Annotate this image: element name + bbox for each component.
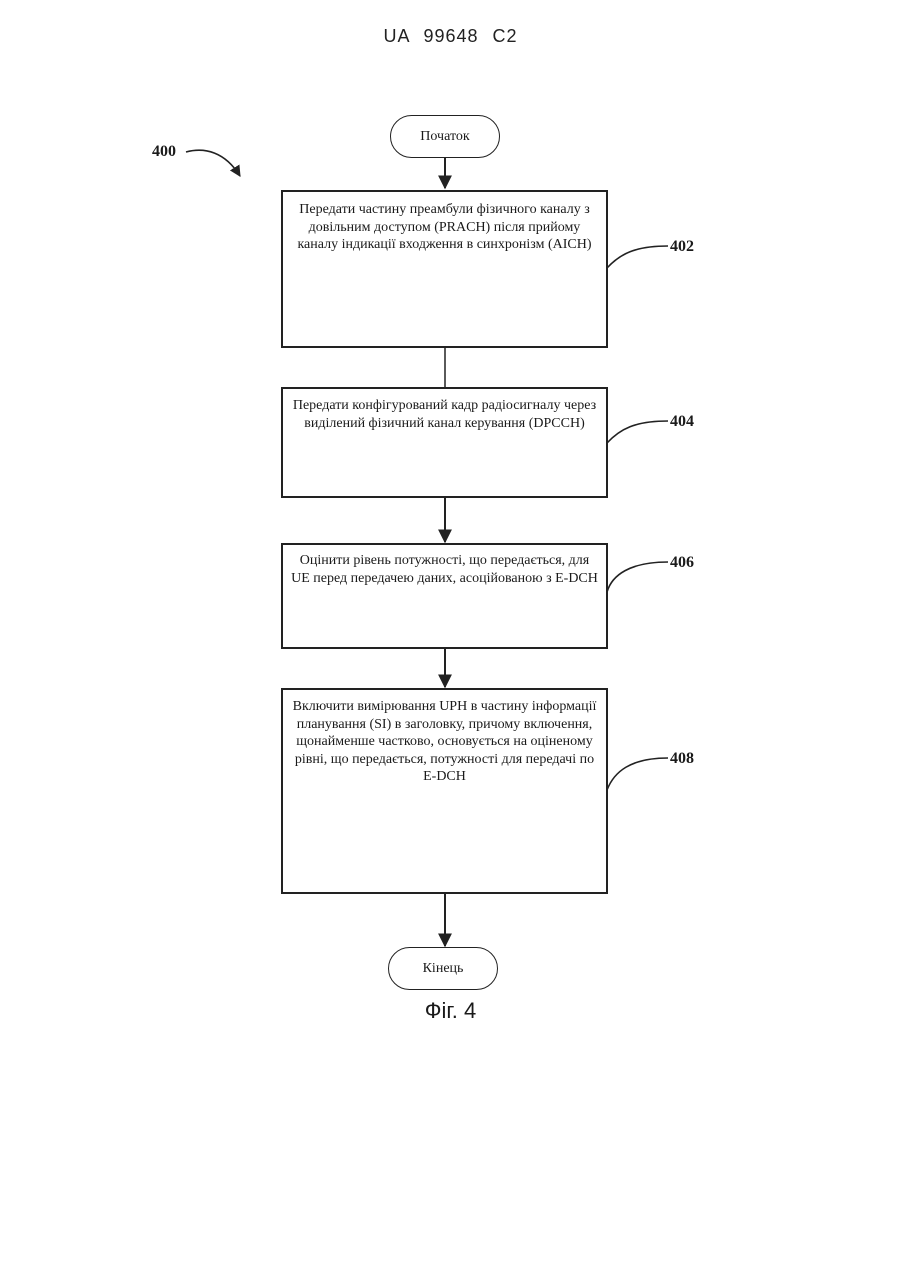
step-text-408: Включити вимірювання UPH в частину інфор… [289, 698, 600, 786]
ref-label-402: 402 [670, 238, 694, 256]
step-text-404: Передати конфігурований кадр радіосигнал… [289, 397, 600, 432]
ref-label-406: 406 [670, 554, 694, 572]
ref-label-400: 400 [152, 143, 176, 161]
step-box-406: Оцінити рівень потужності, що передаєтьс… [281, 543, 608, 649]
leader-400 [186, 150, 240, 176]
step-text-406: Оцінити рівень потужності, що передаєтьс… [289, 552, 600, 587]
figure-caption: Фіг. 4 [0, 998, 901, 1024]
step-box-408: Включити вимірювання UPH в частину інфор… [281, 688, 608, 894]
leader-402 [607, 246, 668, 268]
start-terminal: Початок [390, 115, 500, 158]
leader-408 [607, 758, 668, 790]
step-box-402: Передати частину преамбули фізичного кан… [281, 190, 608, 348]
end-label: Кінець [423, 961, 464, 977]
start-label: Початок [420, 129, 469, 145]
ref-label-408: 408 [670, 750, 694, 768]
end-terminal: Кінець [388, 947, 498, 990]
step-box-404: Передати конфігурований кадр радіосигнал… [281, 387, 608, 498]
ref-label-404: 404 [670, 413, 694, 431]
step-text-402: Передати частину преамбули фізичного кан… [289, 201, 600, 254]
leader-406 [607, 562, 668, 592]
leader-404 [607, 421, 668, 443]
